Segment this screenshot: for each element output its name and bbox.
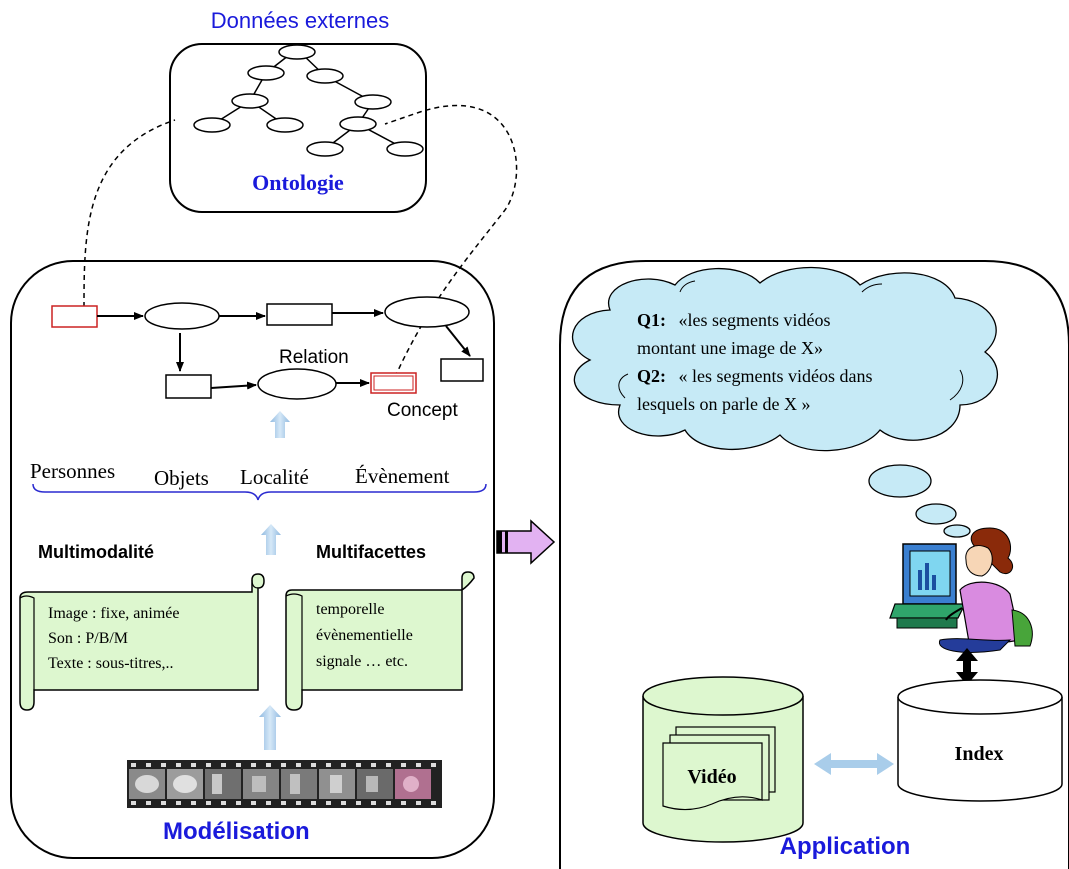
q1-label: Q1: (637, 310, 666, 330)
graph-concept-node-red (51, 305, 98, 328)
relation-label: Relation (279, 347, 349, 368)
q1-text-1: «les segments vidéos (679, 310, 831, 330)
right-arrow-icon (496, 519, 556, 565)
multifacets-scroll: temporelle évènementielle signale … etc. (285, 571, 475, 711)
multimodality-title: Multimodalité (38, 542, 154, 562)
modeling-panel (10, 260, 495, 859)
graph-concept-node (165, 374, 212, 399)
graph-relation-node (384, 296, 470, 328)
concept-graph: Relation Concept (51, 296, 484, 421)
modeling-title: Modélisation (163, 818, 310, 845)
ontology-node (193, 117, 231, 133)
multimodality-line: Son : P/B/M (48, 630, 128, 647)
ontology-node (306, 68, 344, 84)
graph-concept-node (440, 358, 484, 382)
ontology-link-left (83, 119, 176, 308)
ontology-node (278, 44, 316, 60)
multifacets-line: signale … etc. (316, 653, 408, 670)
ontology-node (306, 141, 344, 157)
thought-bubble (943, 524, 971, 538)
index-database: Index (897, 679, 1063, 802)
graph-edge (210, 381, 257, 390)
double-arrow-horizontal-icon (814, 753, 894, 775)
double-arrow-vertical-icon (956, 648, 978, 685)
video-database: Vidéo (642, 676, 804, 843)
graph-relation-node (257, 368, 337, 400)
graph-concept-node-red (370, 372, 417, 394)
query-q2-line1: Q2: « les segments vidéos dans (637, 366, 872, 386)
ontology-node (354, 94, 392, 110)
category-personnes: Personnes (30, 459, 115, 483)
category-brace (32, 483, 487, 501)
category-evenement: Évènement (355, 464, 450, 488)
multimodality-line: Texte : sous-titres,.. (48, 655, 174, 672)
ontology-node (339, 116, 377, 132)
index-label: Index (955, 743, 1004, 765)
category-row: Personnes Objets Localité Évènement (30, 459, 487, 501)
external-data-title: Données externes (211, 8, 390, 33)
ontology-box: Ontologie (169, 43, 427, 213)
ontology-node (266, 117, 304, 133)
thought-bubble (915, 503, 957, 525)
graph-edge (445, 325, 471, 357)
category-localite: Localité (240, 465, 309, 489)
ontology-label: Ontologie (252, 170, 344, 195)
q2-text-1: « les segments vidéos dans (679, 366, 873, 386)
user-at-computer-icon (889, 527, 1033, 653)
q2-label: Q2: (637, 366, 666, 386)
video-label: Vidéo (687, 766, 736, 788)
up-arrow-icon (259, 705, 281, 750)
q2-text-2: lesquels on parle de X » (637, 394, 810, 414)
graph-relation-node (144, 302, 220, 330)
multimodality-scroll: Image : fixe, animée Son : P/B/M Texte :… (19, 573, 265, 711)
multifacets-title: Multifacettes (316, 542, 426, 562)
multifacets-line: évènementielle (316, 627, 413, 644)
multifacets-line: temporelle (316, 601, 384, 618)
graph-concept-node (266, 303, 333, 326)
film-strip-icon (127, 760, 442, 808)
ontology-node (386, 141, 424, 157)
up-arrow-icon (261, 524, 281, 555)
thought-bubble (868, 464, 932, 498)
up-arrow-icon (270, 411, 290, 438)
ontology-node (247, 65, 285, 81)
concept-label: Concept (387, 400, 458, 421)
query-q1-line1: Q1: «les segments vidéos (637, 310, 830, 330)
q1-text-2: montant une image de X» (637, 338, 823, 358)
application-title: Application (780, 833, 911, 860)
query-cloud: Q1: «les segments vidéos montant une ima… (572, 266, 999, 452)
multimodality-line: Image : fixe, animée (48, 605, 180, 622)
ontology-node (231, 93, 269, 109)
category-objets: Objets (154, 466, 209, 490)
